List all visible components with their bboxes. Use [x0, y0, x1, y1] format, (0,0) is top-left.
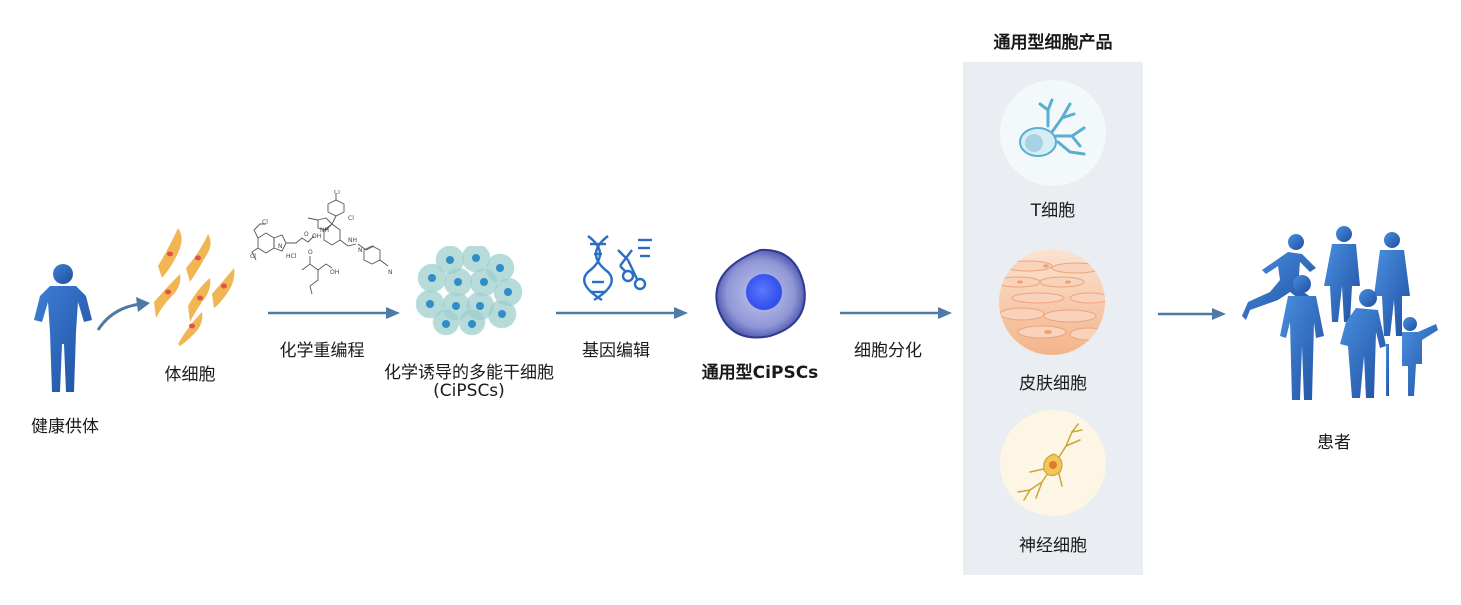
chem-label-cl-left: Cl: [262, 219, 268, 226]
chem-label-n-end: N: [388, 269, 393, 276]
neuron-cell-icon: [1000, 410, 1106, 516]
cipsc-colony-icon: [415, 246, 523, 336]
chem-label-o-mid: O: [308, 249, 313, 256]
product-skin-cell-label: 皮肤细胞: [1019, 374, 1087, 394]
patients-group-icon: [1242, 226, 1438, 400]
chem-label-hcl: HCl: [286, 253, 297, 260]
curved-arrow-icon: [96, 297, 150, 331]
chem-label-cl-top: Cl: [334, 190, 340, 196]
donor-label: 健康供体: [31, 417, 99, 437]
chem-label-o-left: O: [304, 231, 309, 238]
product-neuron-label: 神经细胞: [1019, 536, 1087, 556]
arrow-reprogram: [268, 307, 400, 319]
chem-label-oh-bottom: OH: [330, 269, 339, 276]
chem-label-cl-right: Cl: [348, 215, 354, 222]
arrow-differentiate: [840, 307, 952, 319]
chemical-structures-icon: Cl Cl Cl Cl OH O HCl N NH NH N N O OH: [250, 190, 393, 295]
chem-label-nh: NH: [320, 227, 329, 234]
differentiate-label: 细胞分化: [854, 341, 922, 361]
somatic-label: 体细胞: [164, 365, 216, 385]
somatic-cells-icon: [154, 228, 235, 346]
chem-label-hn: N: [358, 247, 363, 254]
gene-edit-label: 基因编辑: [582, 341, 650, 361]
chem-label-nh-right: NH: [348, 237, 357, 244]
reprogram-label: 化学重编程: [279, 341, 365, 361]
product-t-cell-label: T细胞: [1030, 201, 1076, 221]
healthy-donor-icon: [34, 264, 92, 392]
skin-cell-icon: [999, 249, 1105, 355]
cipsc-label-line2: (CiPSCs): [433, 381, 505, 401]
chem-label-oh: OH: [312, 233, 321, 240]
t-cell-icon: [1000, 80, 1106, 186]
arrow-gene-edit: [556, 307, 688, 319]
gene-editing-dna-scissors-icon: [583, 235, 652, 302]
cipsc-label-line1: 化学诱导的多能干细胞: [384, 363, 554, 383]
patients-label: 患者: [1317, 433, 1351, 453]
universal-cipsc-cell-icon: [715, 248, 806, 339]
chem-label-cl-bottom: Cl: [250, 253, 256, 260]
products-title: 通用型细胞产品: [993, 33, 1113, 53]
universal-cipsc-label: 通用型CiPSCs: [701, 363, 819, 383]
chem-label-n-left: N: [278, 243, 283, 250]
arrow-to-patients: [1158, 308, 1226, 320]
